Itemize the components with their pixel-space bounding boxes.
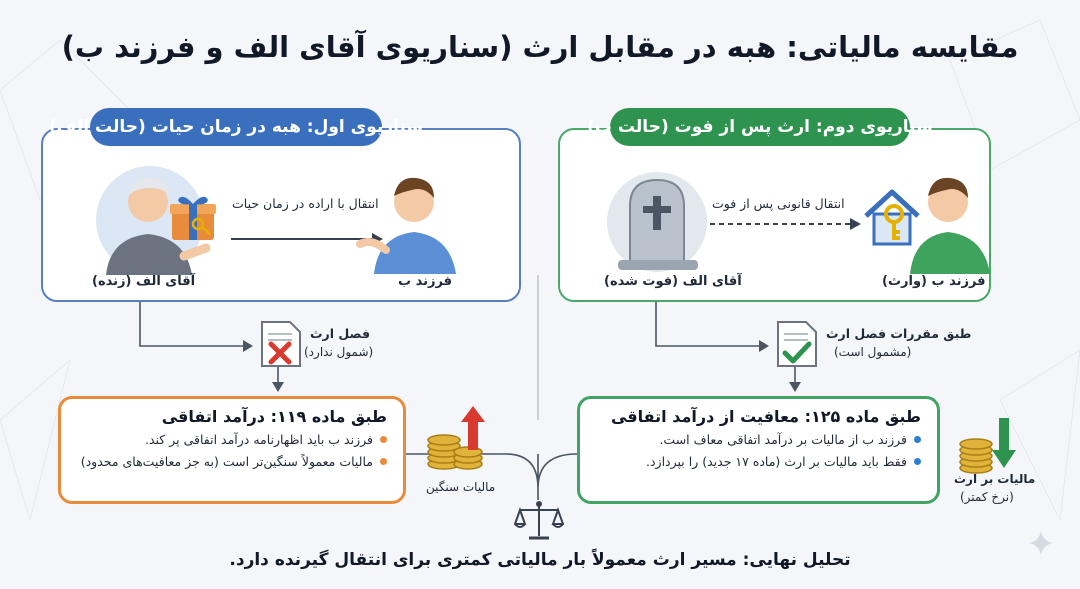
scenario-2-result-title: طبق ماده ۱۲۵: معافیت از درآمد اتفاقی [610, 407, 921, 426]
legal-transfer-arrow [710, 218, 861, 230]
document-check-icon [777, 321, 817, 367]
final-conclusion: تحلیل نهایی: مسیر ارث معمولاً بار مالیات… [229, 550, 851, 570]
scenario-1-result-item: مالیات معمولاً سنگین‌تر است (به جز معافی… [73, 454, 387, 469]
coins-down-arrow-icon [959, 418, 1016, 474]
heir-child-illustration [910, 177, 990, 274]
scenario-1-result-box: طبق ماده ۱۱۹: درآمد اتفاقی فرزند ب باید … [58, 396, 406, 504]
page-title: مقایسه مالیاتی: هبه در مقابل ارث (سناریو… [61, 30, 1019, 64]
document-cross-icon [261, 321, 301, 367]
scenario-2-inheritance-chapter: طبق مقررات فصل ارث [826, 326, 972, 341]
balance-scale-icon [514, 501, 564, 540]
scenario-1-receiver-label: فرزند ب [398, 274, 453, 289]
heavy-tax-label: مالیات سنگین [426, 480, 496, 494]
sparkle-icon [1029, 531, 1053, 555]
scenario-1-inheritance-chapter: فصل ارث [310, 326, 371, 341]
scenario-1-result-title: طبق ماده ۱۱۹: درآمد اتفاقی [161, 407, 387, 426]
scenario-1-result-item: فرزند ب باید اظهارنامه درآمد اتفاقی پر ک… [73, 432, 387, 447]
house-key-icon [864, 189, 920, 246]
inheritance-tax-note: (نرخ کمتر) [960, 490, 1014, 504]
scenario-2-arrow-label: انتقال قانونی پس از فوت [712, 196, 845, 211]
old-man-giving-gift-illustration [96, 166, 211, 275]
scenario-1-header: سناریوی اول: هبه در زمان حیات (حالت الف) [49, 108, 423, 146]
gift-icon [170, 196, 216, 240]
scenario-1-inheritance-note: (شمول ندارد) [304, 345, 374, 359]
scenario-2-header: سناریوی دوم: ارث پس از فوت (حالت ب) [587, 108, 933, 146]
scenario-1-giver-label: آقای الف (زنده) [92, 274, 196, 289]
scenario-2-result-item: فرزند ب از مالیات بر درآمد اتفاقی معاف ا… [592, 432, 921, 447]
scenario-2-result-box: طبق ماده ۱۲۵: معافیت از درآمد اتفاقی فرز… [577, 396, 940, 504]
scenario-2-result-item: فقط باید مالیات بر ارث (ماده ۱۷ جدید) را… [592, 454, 921, 469]
child-receiving-illustration [356, 177, 456, 274]
scenario-1-arrow-label: انتقال با اراده در زمان حیات [232, 196, 379, 211]
scenario-2-giver-label: آقای الف (فوت شده) [604, 274, 742, 289]
inheritance-tax-label: مالیات بر ارث [954, 472, 1036, 486]
scenario-2-inheritance-note: (مشمول است) [834, 345, 912, 359]
scenario-2-receiver-label: فرزند ب (وارث) [882, 274, 986, 289]
gravestone-icon [607, 172, 707, 272]
coins-up-arrow-icon [427, 406, 485, 470]
